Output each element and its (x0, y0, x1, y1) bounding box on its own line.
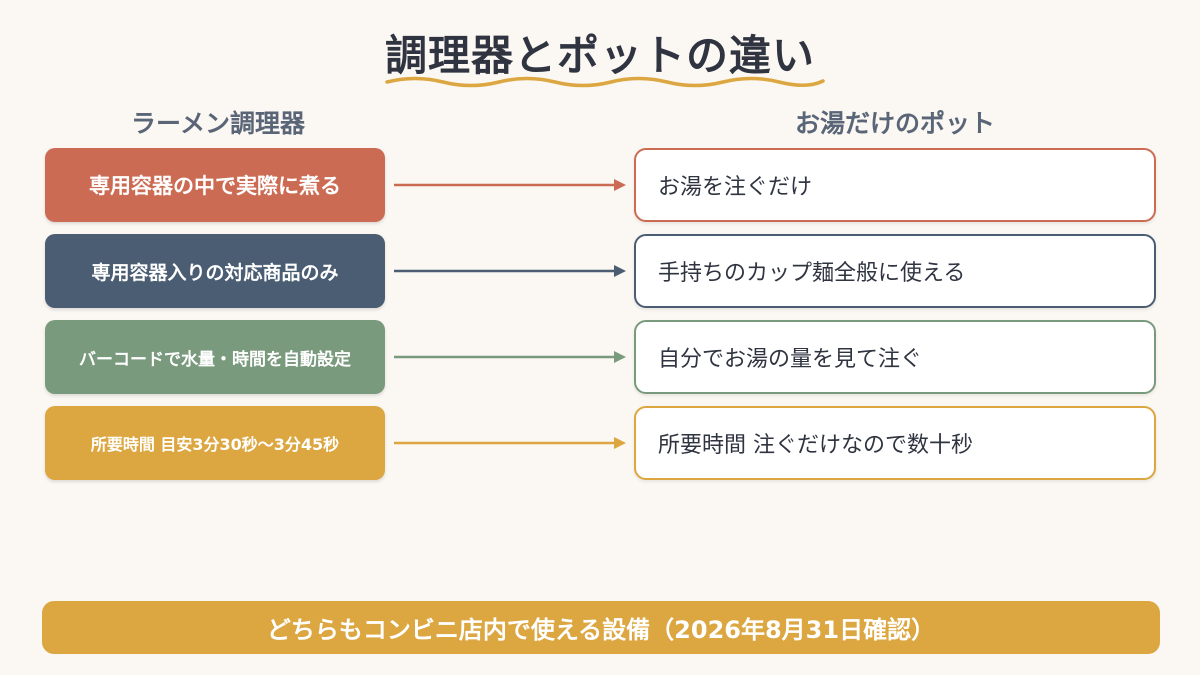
arrow-2 (394, 265, 626, 277)
left-box-label: 所要時間 目安3分30秒〜3分45秒 (90, 435, 340, 454)
title-underline (385, 76, 825, 88)
left-box-label: 専用容器入りの対応商品のみ (91, 261, 339, 284)
right-box-1: お湯を注ぐだけ (634, 148, 1156, 222)
right-column-heading: お湯だけのポット (794, 109, 995, 138)
left-box-2: 専用容器入りの対応商品のみ (45, 234, 385, 308)
right-box-label: お湯を注ぐだけ (658, 175, 813, 200)
right-box-label: 自分でお湯の量を見て注ぐ (658, 347, 923, 372)
left-box-3: バーコードで水量・時間を自動設定 (45, 320, 385, 394)
arrow-1 (394, 179, 626, 191)
left-box-1: 専用容器の中で実際に煮る (45, 148, 385, 222)
left-column-heading: ラーメン調理器 (130, 109, 305, 138)
left-box-label: バーコードで水量・時間を自動設定 (79, 349, 351, 370)
right-box-3: 自分でお湯の量を見て注ぐ (634, 320, 1156, 394)
right-box-label: 所要時間 注ぐだけなので数十秒 (658, 433, 973, 458)
left-box-4: 所要時間 目安3分30秒〜3分45秒 (45, 406, 385, 480)
arrow-4 (394, 437, 626, 449)
right-box-4: 所要時間 注ぐだけなので数十秒 (634, 406, 1156, 480)
footer-text: どちらもコンビニ店内で使える設備（2026年8月31日確認） (266, 616, 936, 644)
page-title: 調理器とポットの違い (384, 31, 815, 80)
footer-banner: どちらもコンビニ店内で使える設備（2026年8月31日確認） (42, 601, 1160, 654)
arrow-3 (394, 351, 626, 363)
left-box-label: 専用容器の中で実際に煮る (89, 174, 341, 198)
right-box-label: 手持ちのカップ麺全般に使える (658, 261, 966, 286)
right-box-2: 手持ちのカップ麺全般に使える (634, 234, 1156, 308)
